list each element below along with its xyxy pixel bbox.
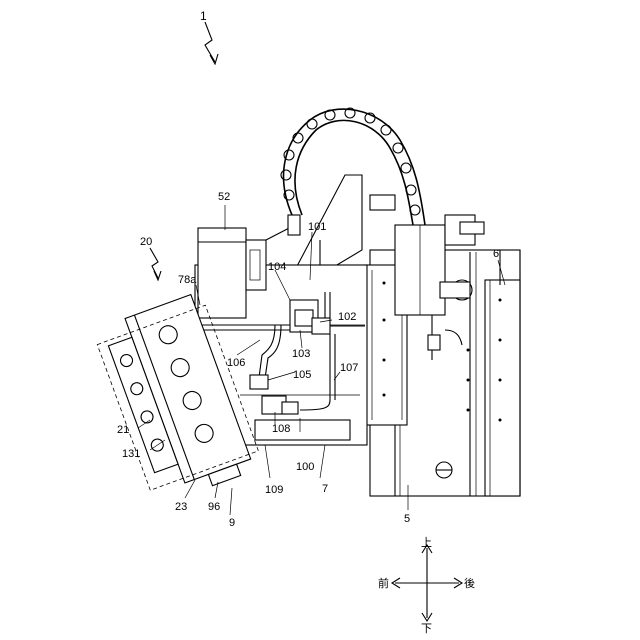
label-106: 106 — [227, 357, 245, 369]
direction-rear: 後 — [464, 576, 475, 590]
label-109: 109 — [265, 484, 283, 496]
label-9: 9 — [229, 517, 235, 529]
column-6 — [485, 250, 520, 496]
label-78a: 78a — [178, 274, 197, 286]
label-1: 1 — [200, 9, 207, 23]
label-107: 107 — [340, 362, 358, 374]
label-131: 131 — [122, 448, 140, 460]
label-20: 20 — [140, 236, 152, 248]
label-7: 7 — [322, 483, 328, 495]
label-100: 100 — [296, 461, 314, 473]
direction-cross — [392, 545, 462, 621]
label-101: 101 — [308, 221, 326, 233]
label-21: 21 — [117, 424, 129, 436]
ref-arrow-1 — [205, 22, 218, 64]
label-105: 105 — [293, 369, 311, 381]
label-108: 108 — [272, 423, 290, 435]
label-6: 6 — [493, 248, 499, 260]
ref-arrow-20 — [150, 248, 161, 280]
label-5: 5 — [404, 513, 410, 525]
label-104: 104 — [268, 261, 286, 273]
label-96: 96 — [208, 501, 220, 513]
direction-down: 下 — [421, 622, 432, 635]
label-103: 103 — [292, 348, 310, 360]
label-102: 102 — [338, 311, 356, 323]
label-23: 23 — [175, 501, 187, 513]
direction-up: 上 — [421, 536, 432, 549]
direction-front: 前 — [378, 576, 389, 590]
label-52: 52 — [218, 191, 230, 203]
